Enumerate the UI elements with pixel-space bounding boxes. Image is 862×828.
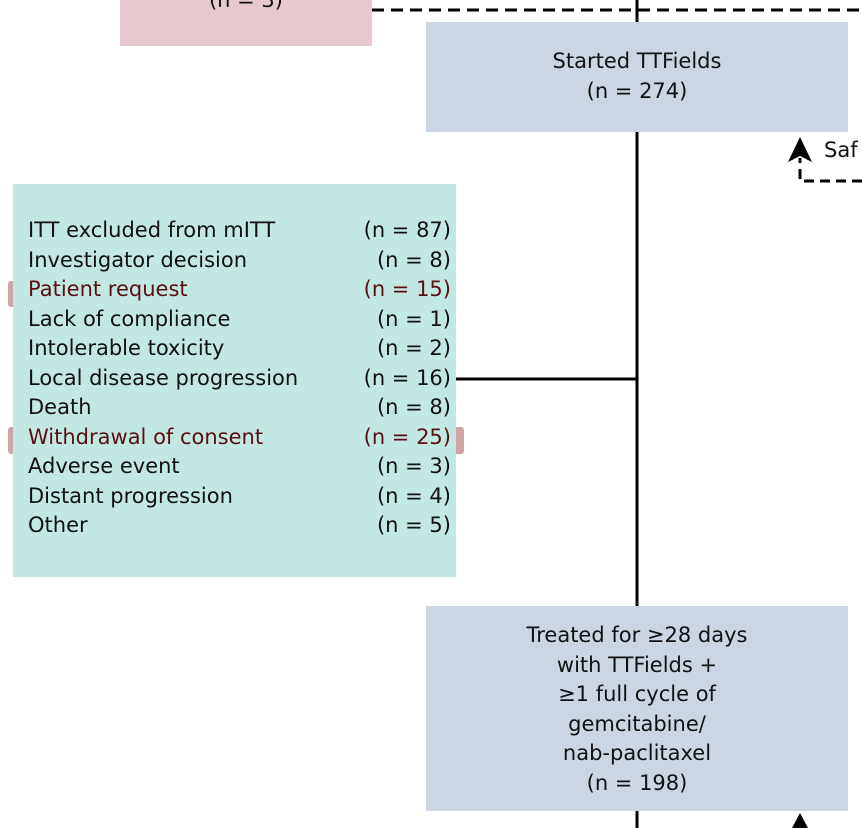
treated-line-2: with TTFields + (556, 652, 718, 677)
started-ttfields-text: Started TTFields (n = 274) (426, 47, 848, 106)
withdrawn-count: (n = 3) (208, 0, 283, 12)
exclusion-reason: Death (28, 395, 92, 419)
treated-line-5: nab-paclitaxel (562, 741, 712, 766)
exclusion-reason: Other (28, 513, 88, 537)
exclusion-count: (n = 87) (363, 218, 451, 242)
exclusion-row: Withdrawal of consent (n = 25) (13, 425, 451, 455)
exclusion-row: Lack of compliance (n = 1) (13, 307, 451, 337)
exclusion-reasons-box: ITT excluded from mITT (n = 87) Investigat… (13, 184, 456, 577)
exclusion-row: Patient request (n = 15) (13, 277, 451, 307)
exclusion-count: (n = 4) (376, 483, 451, 508)
exclusion-count: (n = 15) (363, 277, 451, 301)
safety-population-label: Saf (824, 138, 858, 162)
exclusion-row: Other (n = 5) (13, 513, 451, 543)
treated-line-4: gemcitabine/ (568, 711, 706, 736)
treated-line-1: Treated for ≥28 days (526, 623, 748, 647)
treated-count: (n = 198) (586, 770, 688, 795)
exclusion-count: (n = 8) (376, 395, 451, 419)
exclusion-row: ITT excluded from mITT (n = 87) (13, 218, 451, 248)
safety-dashed-path (798, 158, 862, 183)
started-ttfields-box: Started TTFields (n = 274) (426, 22, 848, 132)
exclusion-reason: Withdrawal of consent (28, 424, 264, 449)
exclusion-row: Death (n = 8) (13, 395, 451, 425)
treated-line-3: ≥1 full cycle of (558, 682, 716, 707)
exclusion-reason: Investigator decision (28, 247, 248, 272)
exclusion-reason: Intolerable toxicity (28, 336, 225, 360)
withdrawn-before-start-box: (n = 3) (120, 0, 372, 46)
exclusion-reason: Adverse event (28, 454, 180, 478)
exclusion-count: (n = 8) (376, 247, 451, 272)
exclusion-row: Local disease progression (n = 16) (13, 366, 451, 396)
exclusion-count: (n = 3) (376, 454, 451, 478)
exclusion-row: Distant progression (n = 4) (13, 484, 451, 514)
exclusion-count: (n = 5) (376, 513, 451, 537)
exclusion-reason: Lack of compliance (28, 306, 231, 331)
treated-text: Treated for ≥28 days with TTFields + ≥1 … (426, 621, 848, 799)
exclusion-row: Intolerable toxicity (n = 2) (13, 336, 451, 366)
exclusion-count: (n = 16) (363, 365, 451, 390)
exclusion-reason: ITT excluded from mITT (28, 218, 276, 242)
exclusion-count: (n = 2) (376, 336, 451, 360)
started-title: Started TTFields (552, 49, 722, 73)
safety-arrow-icon (788, 137, 812, 162)
exclusion-reason: Patient request (28, 277, 188, 301)
exclusion-row: Investigator decision (n = 8) (13, 248, 451, 278)
exclusion-count: (n = 1) (376, 306, 451, 331)
treated-mitt-box: Treated for ≥28 days with TTFields + ≥1 … (426, 606, 848, 811)
exclusion-count: (n = 25) (363, 424, 451, 449)
started-count: (n = 274) (586, 78, 688, 103)
exclusion-reason: Distant progression (28, 483, 233, 508)
bottom-arrow-icon (792, 813, 808, 828)
exclusion-row: Adverse event (n = 3) (13, 454, 451, 484)
exclusion-reason: Local disease progression (28, 365, 299, 390)
